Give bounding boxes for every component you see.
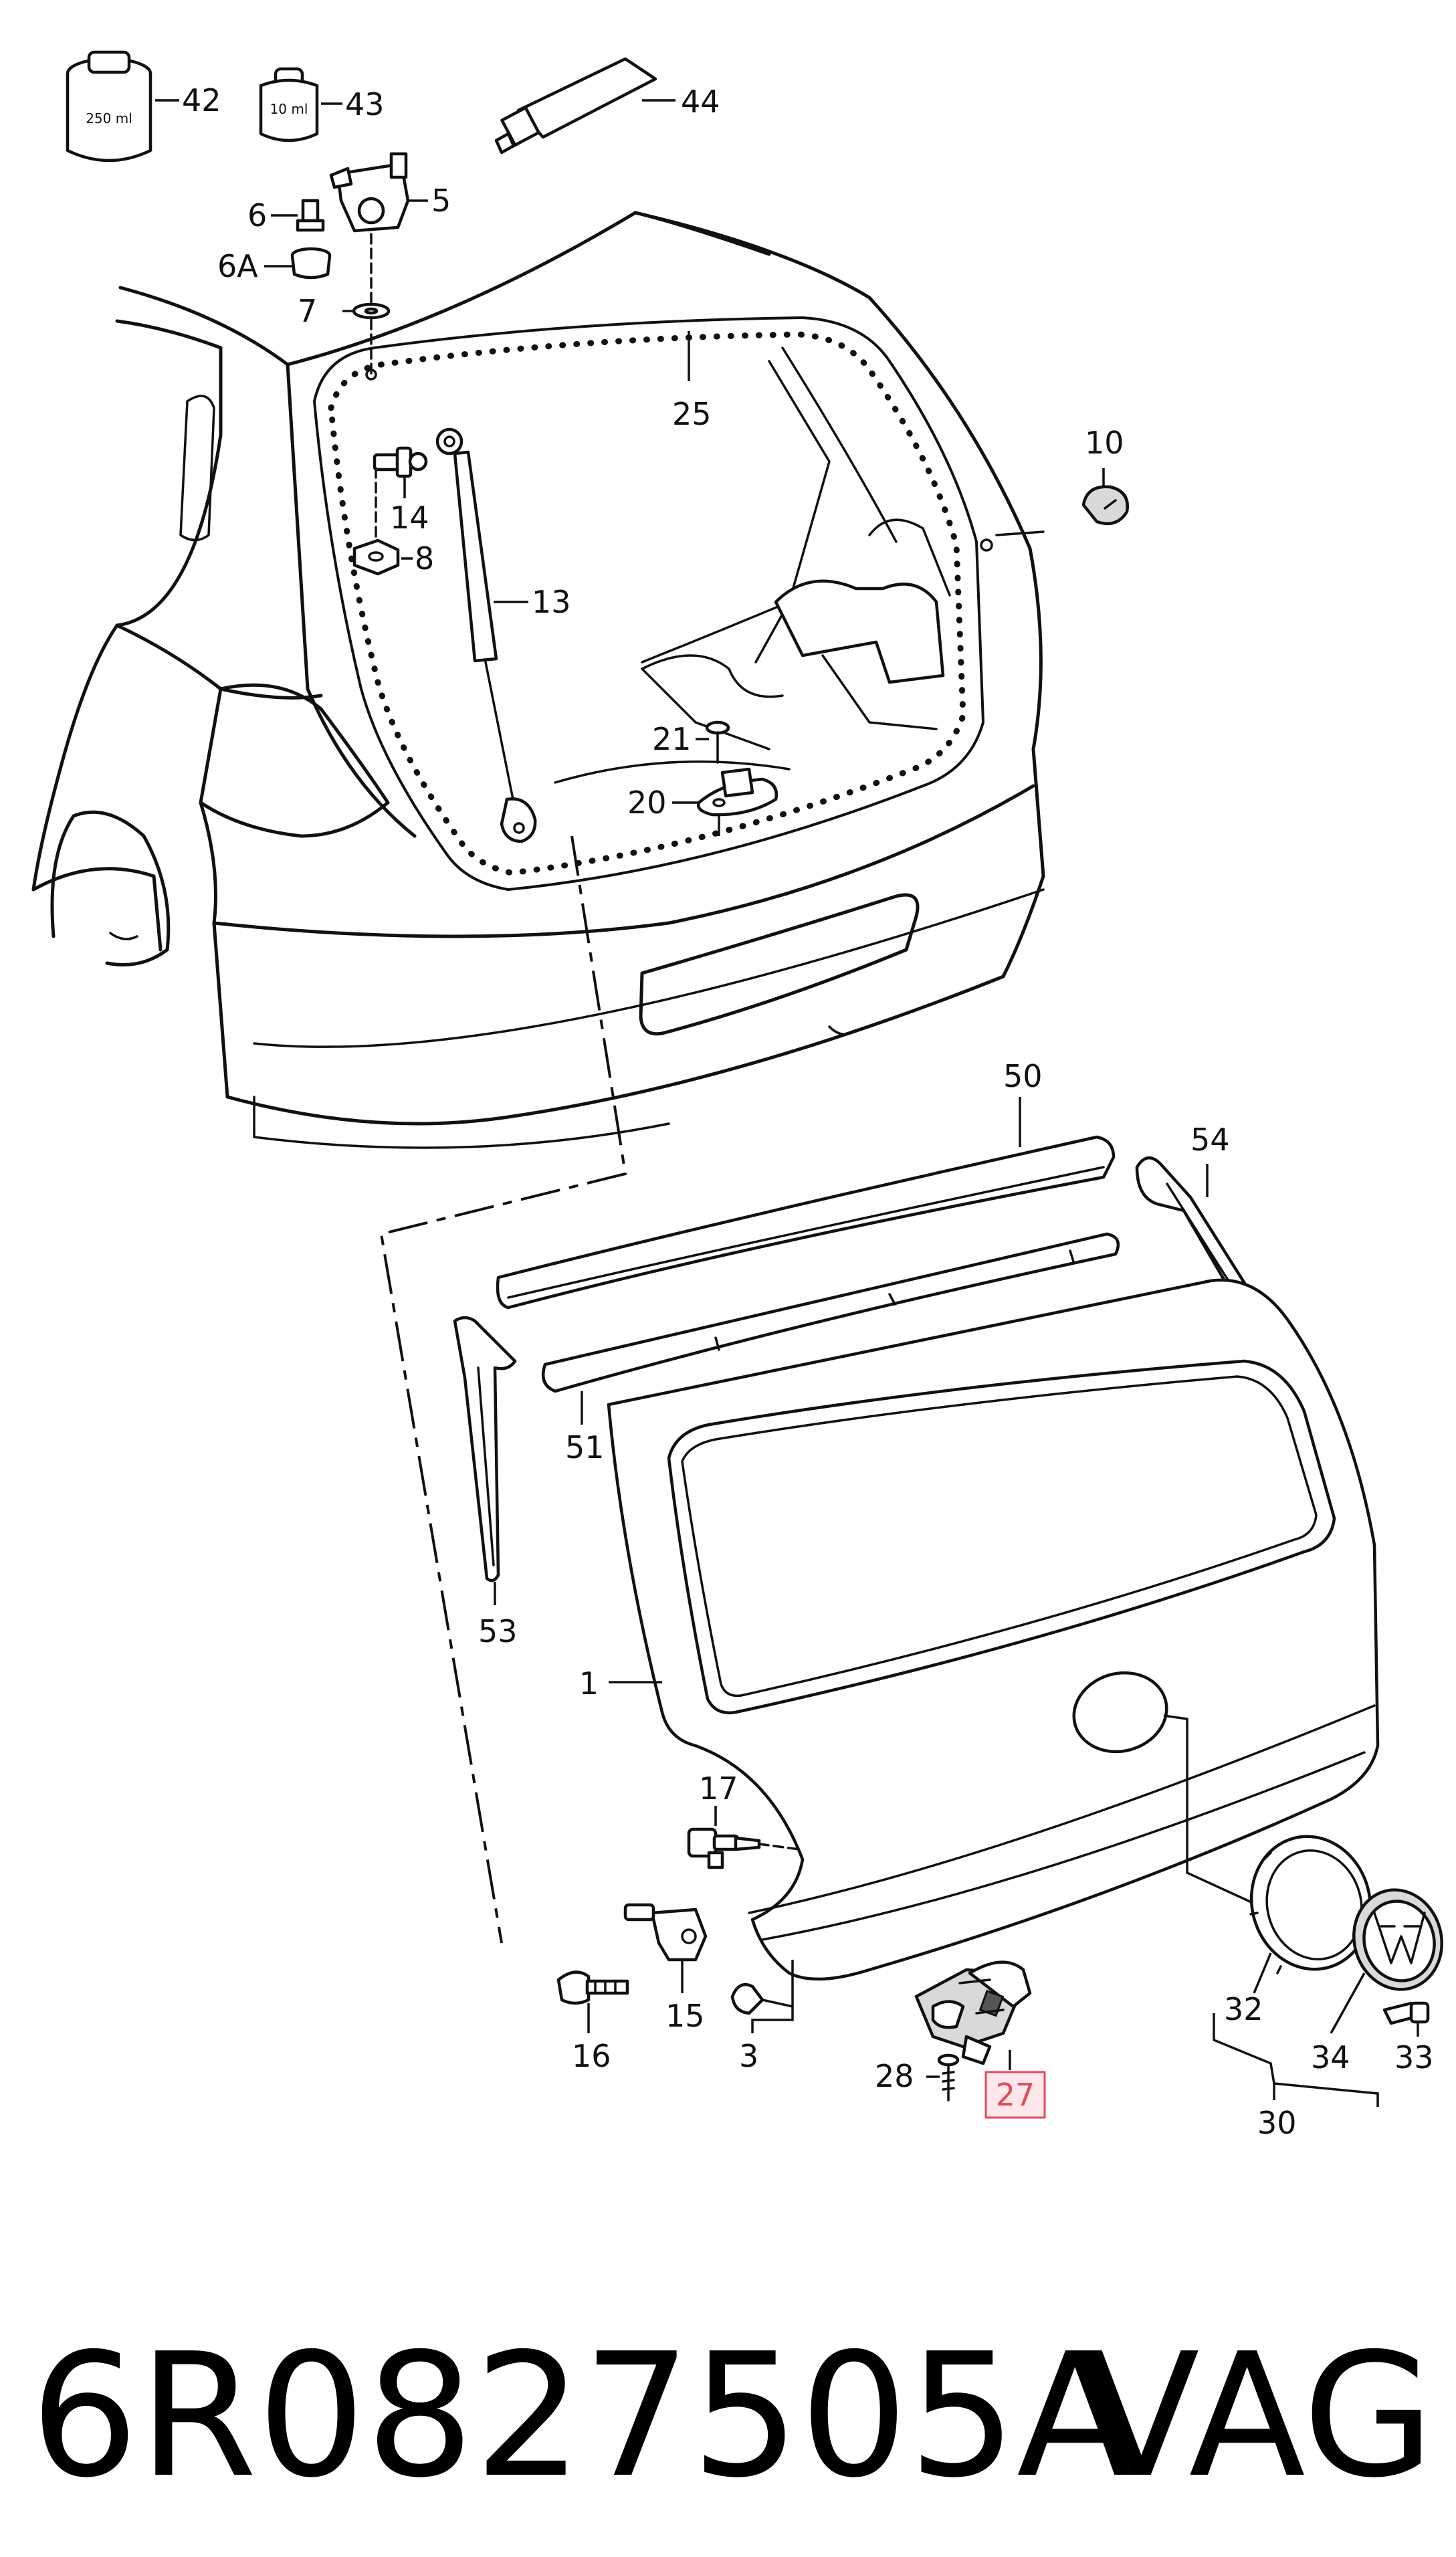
label-25: 25 bbox=[672, 396, 712, 432]
label-6a: 6A bbox=[217, 248, 258, 284]
label-30: 30 bbox=[1257, 2105, 1297, 2141]
spoiler-50 bbox=[496, 1135, 1116, 1310]
trim-strip-51 bbox=[541, 1232, 1120, 1393]
bottle-large-volume: 250 ml bbox=[86, 110, 132, 126]
tailgate-1 bbox=[607, 1278, 1380, 1981]
cap-10 bbox=[1081, 485, 1129, 526]
label-34: 34 bbox=[1311, 2039, 1350, 2075]
vw-emblem-34 bbox=[1352, 1888, 1443, 1991]
label-32: 32 bbox=[1224, 1991, 1263, 2027]
side-trim-53 bbox=[453, 1316, 517, 1582]
label-44: 44 bbox=[681, 84, 720, 120]
label-33: 33 bbox=[1394, 2039, 1434, 2075]
part-number: 6R0827505A bbox=[30, 2317, 1134, 2516]
emblem-carrier-32 bbox=[1249, 1835, 1372, 1974]
label-17: 17 bbox=[699, 1770, 738, 1807]
label-1: 1 bbox=[579, 1665, 599, 1702]
label-21: 21 bbox=[652, 721, 692, 757]
screw-28 bbox=[937, 2053, 960, 2102]
label-50: 50 bbox=[1003, 1058, 1043, 1094]
car-rear-body bbox=[31, 211, 1045, 1149]
label-51: 51 bbox=[565, 1429, 605, 1465]
clip-3 bbox=[730, 1982, 794, 2015]
bump-stop-17 bbox=[687, 1827, 761, 1869]
adhesive-tube bbox=[494, 57, 657, 155]
sealant-bottle-250ml: 250 ml bbox=[66, 50, 152, 163]
striker-20 bbox=[696, 767, 778, 817]
label-13: 13 bbox=[532, 584, 571, 620]
nut-8 bbox=[352, 538, 400, 576]
brand-name: VAG bbox=[1083, 2317, 1435, 2516]
bracket-15 bbox=[623, 1903, 708, 1962]
label-6: 6 bbox=[247, 197, 267, 233]
sealant-bottle-10ml: 10 ml bbox=[259, 67, 319, 142]
hinge-5 bbox=[329, 152, 410, 233]
label-15: 15 bbox=[665, 1998, 705, 2034]
bolt-6 bbox=[296, 199, 325, 232]
bottle-small-volume: 10 ml bbox=[270, 101, 308, 117]
screw-21 bbox=[705, 720, 730, 764]
gas-strut-13 bbox=[435, 427, 537, 843]
label-5: 5 bbox=[431, 183, 451, 219]
highlight-box-27 bbox=[984, 2071, 1046, 2119]
label-16: 16 bbox=[572, 2038, 611, 2074]
label-8: 8 bbox=[415, 540, 434, 577]
label-3: 3 bbox=[739, 2038, 758, 2074]
label-14: 14 bbox=[390, 500, 429, 536]
label-20: 20 bbox=[627, 785, 667, 821]
screw-33 bbox=[1382, 2001, 1430, 2025]
label-28: 28 bbox=[875, 2058, 914, 2094]
label-42: 42 bbox=[182, 82, 221, 118]
tailgate-lock-27 bbox=[914, 1960, 1032, 2065]
bush-6a bbox=[290, 247, 332, 280]
washer-7 bbox=[352, 302, 391, 320]
label-43: 43 bbox=[345, 86, 385, 122]
bolt-16 bbox=[556, 1970, 629, 2005]
label-53: 53 bbox=[478, 1613, 518, 1649]
label-7: 7 bbox=[298, 293, 317, 329]
label-27: 27 bbox=[996, 2077, 1035, 2113]
label-10: 10 bbox=[1085, 425, 1124, 461]
ball-stud-14 bbox=[373, 446, 428, 478]
label-54: 54 bbox=[1190, 1122, 1230, 1158]
